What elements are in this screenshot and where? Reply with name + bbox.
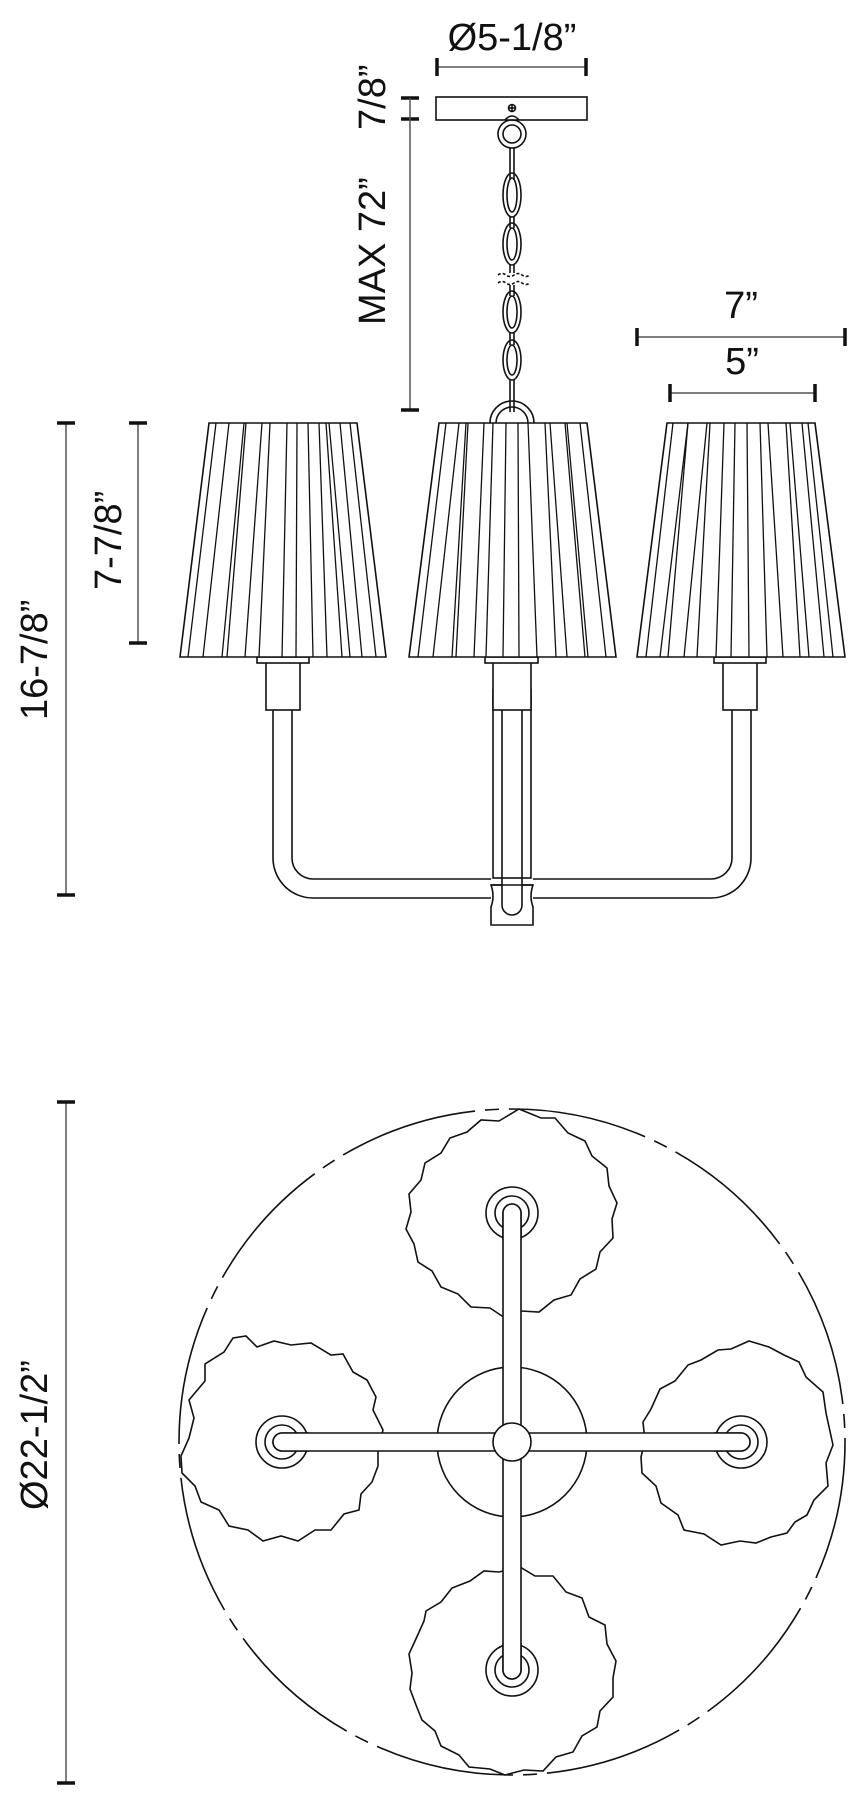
shade-center <box>408 422 617 658</box>
canopy-height-label: 7/8” <box>352 65 394 130</box>
body-height-dimension: 16-7/8” <box>14 421 75 897</box>
canopy-diameter-dimension: Ø5-1/8” <box>435 17 588 76</box>
overall-diameter-circle <box>178 1108 846 1776</box>
canopy-height-dimension: 7/8” <box>352 65 419 130</box>
chain-length-dimension: MAX 72” <box>352 119 419 412</box>
plan-socket-rings <box>255 1186 768 1697</box>
overall-diameter-dimension: Ø22-1/2” <box>14 1100 75 1785</box>
shade-height-label: 7-7/8” <box>88 491 130 590</box>
chain <box>489 115 535 424</box>
plan-arms <box>272 1203 751 1680</box>
sockets <box>256 656 767 711</box>
plan-center-hub <box>492 1422 532 1462</box>
body-height-label: 16-7/8” <box>14 600 56 720</box>
shade-top-width-label: 5” <box>725 341 759 383</box>
shade-right <box>636 422 846 658</box>
arms <box>272 689 752 926</box>
shade-bottom-width-label: 7” <box>724 285 758 327</box>
shade-left <box>179 422 387 658</box>
plan-view: Ø22-1/2” <box>14 1100 846 1785</box>
elevation-view: Ø5-1/8” 7/8” MAX 72” <box>14 17 847 926</box>
shade-height-dimension: 7-7/8” <box>88 421 147 645</box>
canopy-diameter-label: Ø5-1/8” <box>448 17 577 59</box>
shade-top-width-dimension: 5” <box>668 341 817 402</box>
shade-bottom-width-dimension: 7” <box>635 285 847 346</box>
chain-length-label: MAX 72” <box>352 177 394 325</box>
overall-diameter-label: Ø22-1/2” <box>14 1360 56 1510</box>
